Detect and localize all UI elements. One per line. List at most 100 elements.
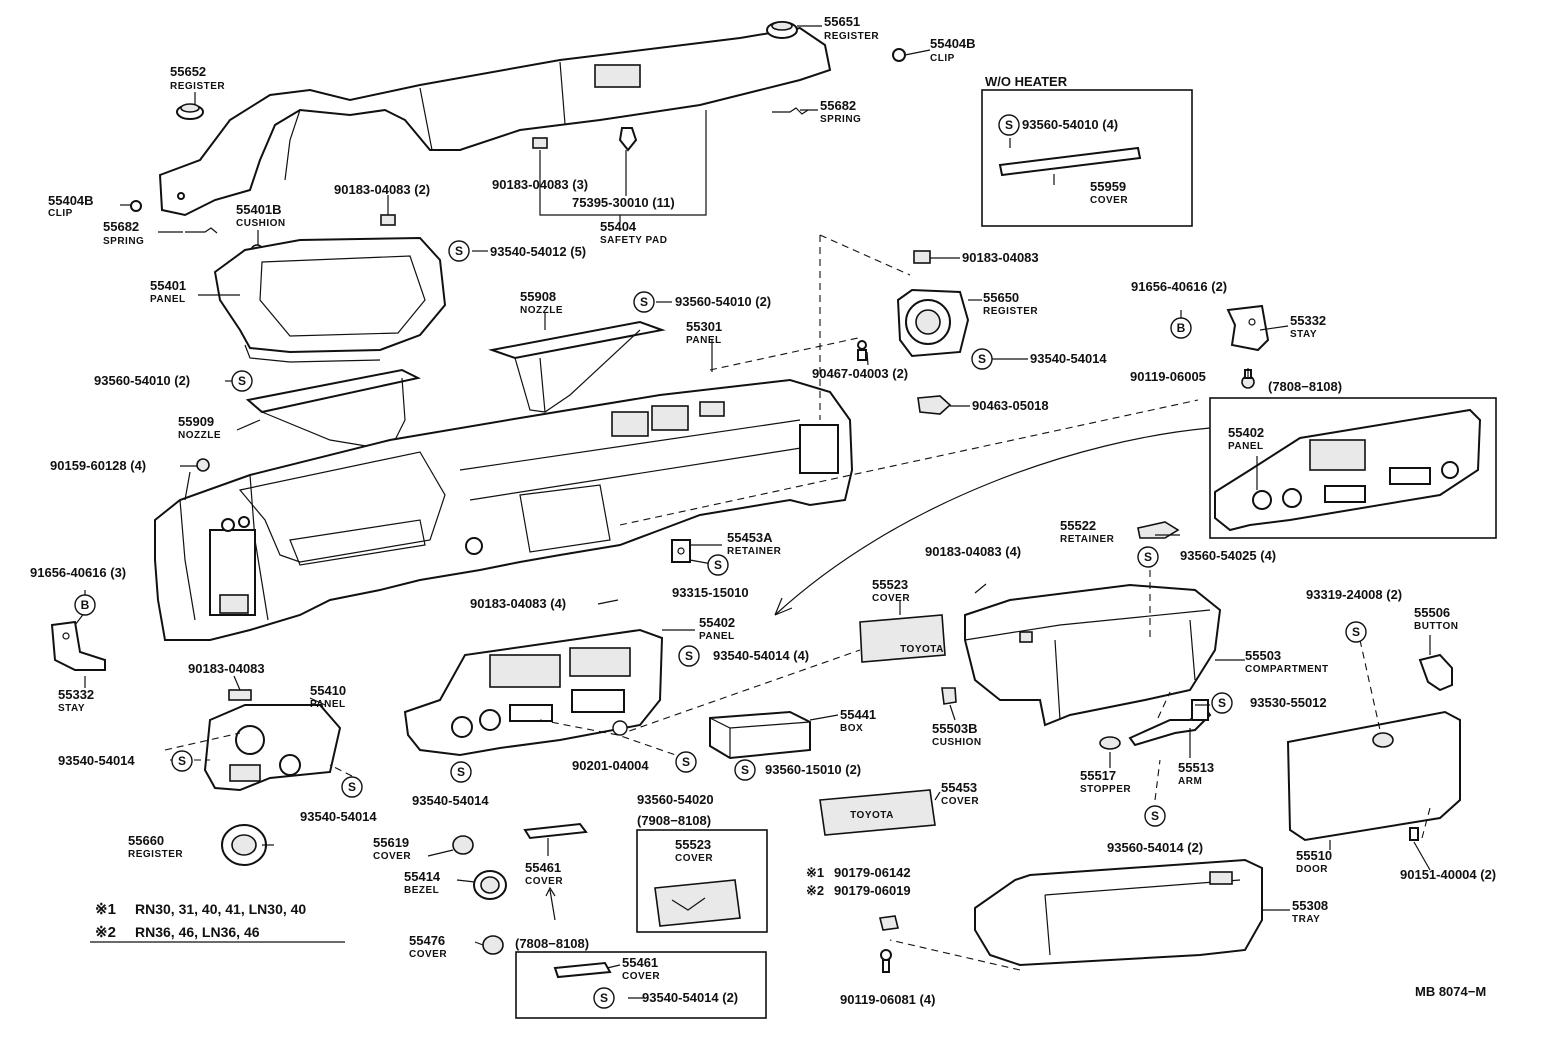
part-name-55652: REGISTER — [170, 81, 225, 92]
fastener-label: 90463-05018 — [972, 398, 1049, 413]
part-number-55503: 55503 — [1245, 648, 1281, 663]
panel-55410-drawing — [203, 704, 342, 792]
fastener-label: 93560-54014 (2) — [1107, 840, 1203, 855]
part-number-55510: 55510 — [1296, 848, 1332, 863]
nut-90463-drawing — [917, 395, 952, 415]
fastener-labels: 90183-04083 (2) 90183-04083 (3) 75395-30… — [30, 117, 1496, 1007]
part-name-55682-left: SPRING — [103, 236, 144, 247]
part-number-55461: 55461 — [525, 860, 561, 875]
part-number-55660: 55660 — [128, 833, 164, 848]
part-name-55959: COVER — [1090, 195, 1128, 206]
part-number-55682-top: 55682 — [820, 98, 856, 113]
svg-text:S: S — [978, 352, 986, 366]
fastener-label: 93540-54012 (5) — [490, 244, 586, 259]
svg-text:B: B — [1177, 321, 1186, 335]
register-55652-drawing — [176, 103, 204, 120]
fastener-label: 93319-24008 (2) — [1306, 587, 1402, 602]
retainer-55522-drawing — [1137, 521, 1180, 539]
part-number-55652: 55652 — [170, 64, 206, 79]
part-number-55401: 55401 — [150, 278, 186, 293]
assembly-arrow — [774, 427, 1211, 616]
svg-text:S: S — [178, 754, 186, 768]
part-name-55660: REGISTER — [128, 849, 183, 860]
part-name-55301: PANEL — [686, 335, 722, 346]
svg-text:S: S — [238, 374, 246, 388]
part-number-55682-left: 55682 — [103, 219, 139, 234]
svg-text:S: S — [1144, 550, 1152, 564]
part-number-55959: 55959 — [1090, 179, 1126, 194]
register-55651-drawing — [766, 21, 798, 39]
bolt-90467-drawing — [857, 340, 867, 361]
part-number-55453: 55453 — [941, 780, 977, 795]
svg-text:S: S — [455, 244, 463, 258]
svg-text:S: S — [714, 558, 722, 572]
leader-lines — [74, 25, 1431, 999]
part-name-55523: COVER — [872, 593, 910, 604]
part-number-55506: 55506 — [1414, 605, 1450, 620]
part-name-55619: COVER — [373, 851, 411, 862]
part-number-55650: 55650 — [983, 290, 1019, 305]
fastener-label: 93540-54014 — [1030, 351, 1107, 366]
fastener-label: 90183-04083 (2) — [334, 182, 430, 197]
part-name-55332-left: STAY — [58, 703, 85, 714]
fastener-ref-1-mark: ※1 — [806, 865, 824, 880]
inset-date-cover: (7908−8108) — [637, 813, 711, 828]
compartment-55503-drawing — [964, 583, 1222, 727]
clip-90183-right-drawing — [913, 250, 931, 264]
part-number-55332-right: 55332 — [1290, 313, 1326, 328]
part-number-55619: 55619 — [373, 835, 409, 850]
assembly-dash-lines — [164, 234, 1431, 971]
cover-55453-drawing: TOYOTA — [819, 789, 936, 836]
part-name-55402: PANEL — [699, 631, 735, 642]
part-number-55332-left: 55332 — [58, 687, 94, 702]
fastener-label: 93560-15010 (2) — [765, 762, 861, 777]
part-name-55461: COVER — [525, 876, 563, 887]
note-1-text: RN30, 31, 40, 41, LN30, 40 — [135, 901, 306, 917]
part-number-55909: 55909 — [178, 414, 214, 429]
svg-text:B: B — [81, 598, 90, 612]
part-number-55517: 55517 — [1080, 768, 1116, 783]
part-number-55404b-left: 55404B — [48, 193, 94, 208]
part-name-55513: ARM — [1178, 776, 1202, 787]
part-number-55461-inset: 55461 — [622, 955, 658, 970]
inset-box-7808-8108-right — [1209, 397, 1497, 539]
part-name-55404b-left: CLIP — [48, 208, 73, 219]
retainer-55453a-drawing — [671, 539, 691, 563]
dash-panel-55301-drawing — [154, 378, 854, 641]
part-number-55513: 55513 — [1178, 760, 1214, 775]
part-name-55506: BUTTON — [1414, 621, 1458, 632]
clip-90159-drawing — [196, 458, 210, 472]
note-1-mark: ※1 — [95, 901, 116, 918]
panel-55401-drawing — [213, 236, 447, 363]
part-name-55476: COVER — [409, 949, 447, 960]
part-name-55410: PANEL — [310, 699, 346, 710]
part-number-55404: 55404 — [600, 219, 637, 234]
wo-heater-inset-box — [981, 89, 1193, 227]
inset-box-7908-8108 — [636, 829, 768, 933]
fastener-label: 90119-06081 (4) — [840, 992, 935, 1007]
fastener-label: 93540-54014 (2) — [642, 990, 738, 1005]
nozzle-55908-drawing — [488, 320, 666, 413]
part-number-55908: 55908 — [520, 289, 556, 304]
part-name-55404b-top: CLIP — [930, 53, 955, 64]
fastener-label: 91656-40616 (3) — [30, 565, 126, 580]
fastener-label: 93560-54010 (2) — [94, 373, 190, 388]
fastener-label: 90183-04083 (3) — [492, 177, 588, 192]
box-55441-drawing — [709, 710, 811, 760]
part-name-55651: REGISTER — [824, 31, 879, 42]
screw-90151-drawing — [1409, 827, 1419, 841]
svg-text:S: S — [682, 755, 690, 769]
panel-55402-drawing — [403, 628, 664, 757]
stay-55332-left-drawing — [50, 620, 106, 671]
fastener-label: 93540-54014 — [300, 809, 377, 824]
note-2-text: RN36, 46, LN36, 46 — [135, 924, 260, 940]
part-name-55650: REGISTER — [983, 306, 1038, 317]
wo-heater-title: W/O HEATER — [985, 74, 1068, 89]
part-number-55453a: 55453A — [727, 530, 773, 545]
clip-55404b-left-drawing — [130, 200, 142, 212]
safety-pad-drawing — [158, 26, 832, 217]
fastener-label: 93315-15010 — [672, 585, 749, 600]
part-name-55522: RETAINER — [1060, 534, 1115, 545]
fastener-ref-2-mark: ※2 — [806, 883, 824, 898]
